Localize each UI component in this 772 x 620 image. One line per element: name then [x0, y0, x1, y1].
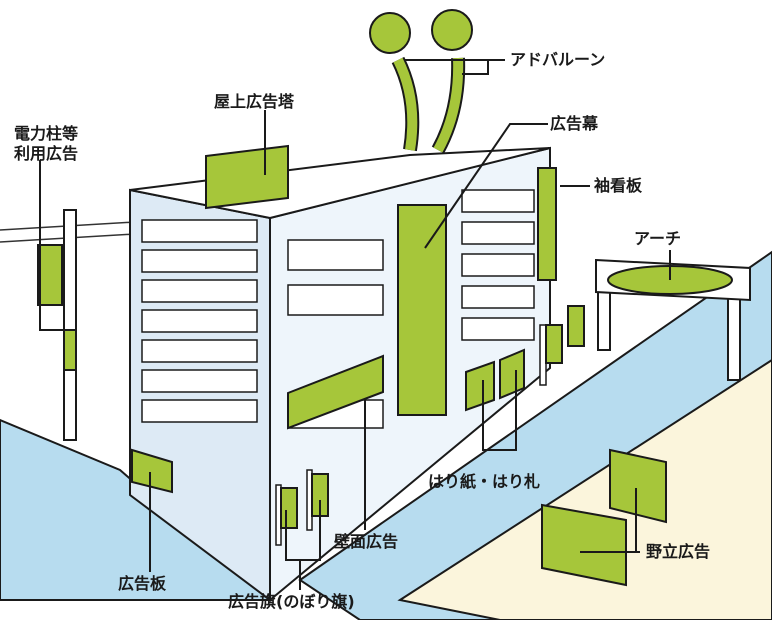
- poster-2: [499, 348, 525, 400]
- label-posters: はり紙・はり札: [428, 472, 541, 491]
- balloon-tail-right-fill: [433, 57, 464, 153]
- label-banner: 広告幕: [550, 114, 599, 133]
- placard-1: [545, 324, 563, 364]
- label-flags: 広告旗(のぼり旗): [228, 592, 355, 611]
- billboard-ad: [131, 448, 173, 494]
- balloon-left: [369, 12, 411, 54]
- balloon-right: [431, 9, 473, 51]
- pole-hanging-ad: [37, 244, 63, 306]
- flag-1: [280, 487, 298, 529]
- label-standalone: 野立広告: [646, 542, 711, 561]
- arch-right-pillar: [727, 294, 741, 381]
- wall-ad: [287, 354, 384, 430]
- label-utility-pole-line1: 電力柱等: [14, 124, 79, 143]
- label-wall-ad: 壁面広告: [334, 532, 399, 551]
- label-projecting-sign: 袖看板: [594, 176, 643, 195]
- label-rooftop-tower: 屋上広告塔: [214, 92, 295, 111]
- side-windows: [287, 189, 535, 429]
- utility-pole: [63, 209, 77, 441]
- poster-1: [465, 360, 495, 412]
- pole-wrap-ad: [63, 329, 77, 371]
- sidewalk: [397, 358, 772, 620]
- front-windows: [141, 219, 258, 423]
- banner-ad: [397, 204, 447, 416]
- projecting-sign: [537, 167, 557, 281]
- label-billboard: 広告板: [118, 574, 167, 593]
- label-arch: アーチ: [634, 229, 682, 248]
- label-ad-balloon: アドバルーン: [510, 50, 606, 69]
- standalone-sign-back: [609, 448, 667, 524]
- rooftop-tower: [205, 144, 289, 210]
- label-utility-pole-line2: 利用広告: [14, 144, 79, 163]
- balloon-tail-left-fill: [393, 57, 418, 151]
- standalone-sign-front: [541, 503, 627, 587]
- placard-2: [567, 305, 585, 347]
- leader-lines: [39, 59, 671, 590]
